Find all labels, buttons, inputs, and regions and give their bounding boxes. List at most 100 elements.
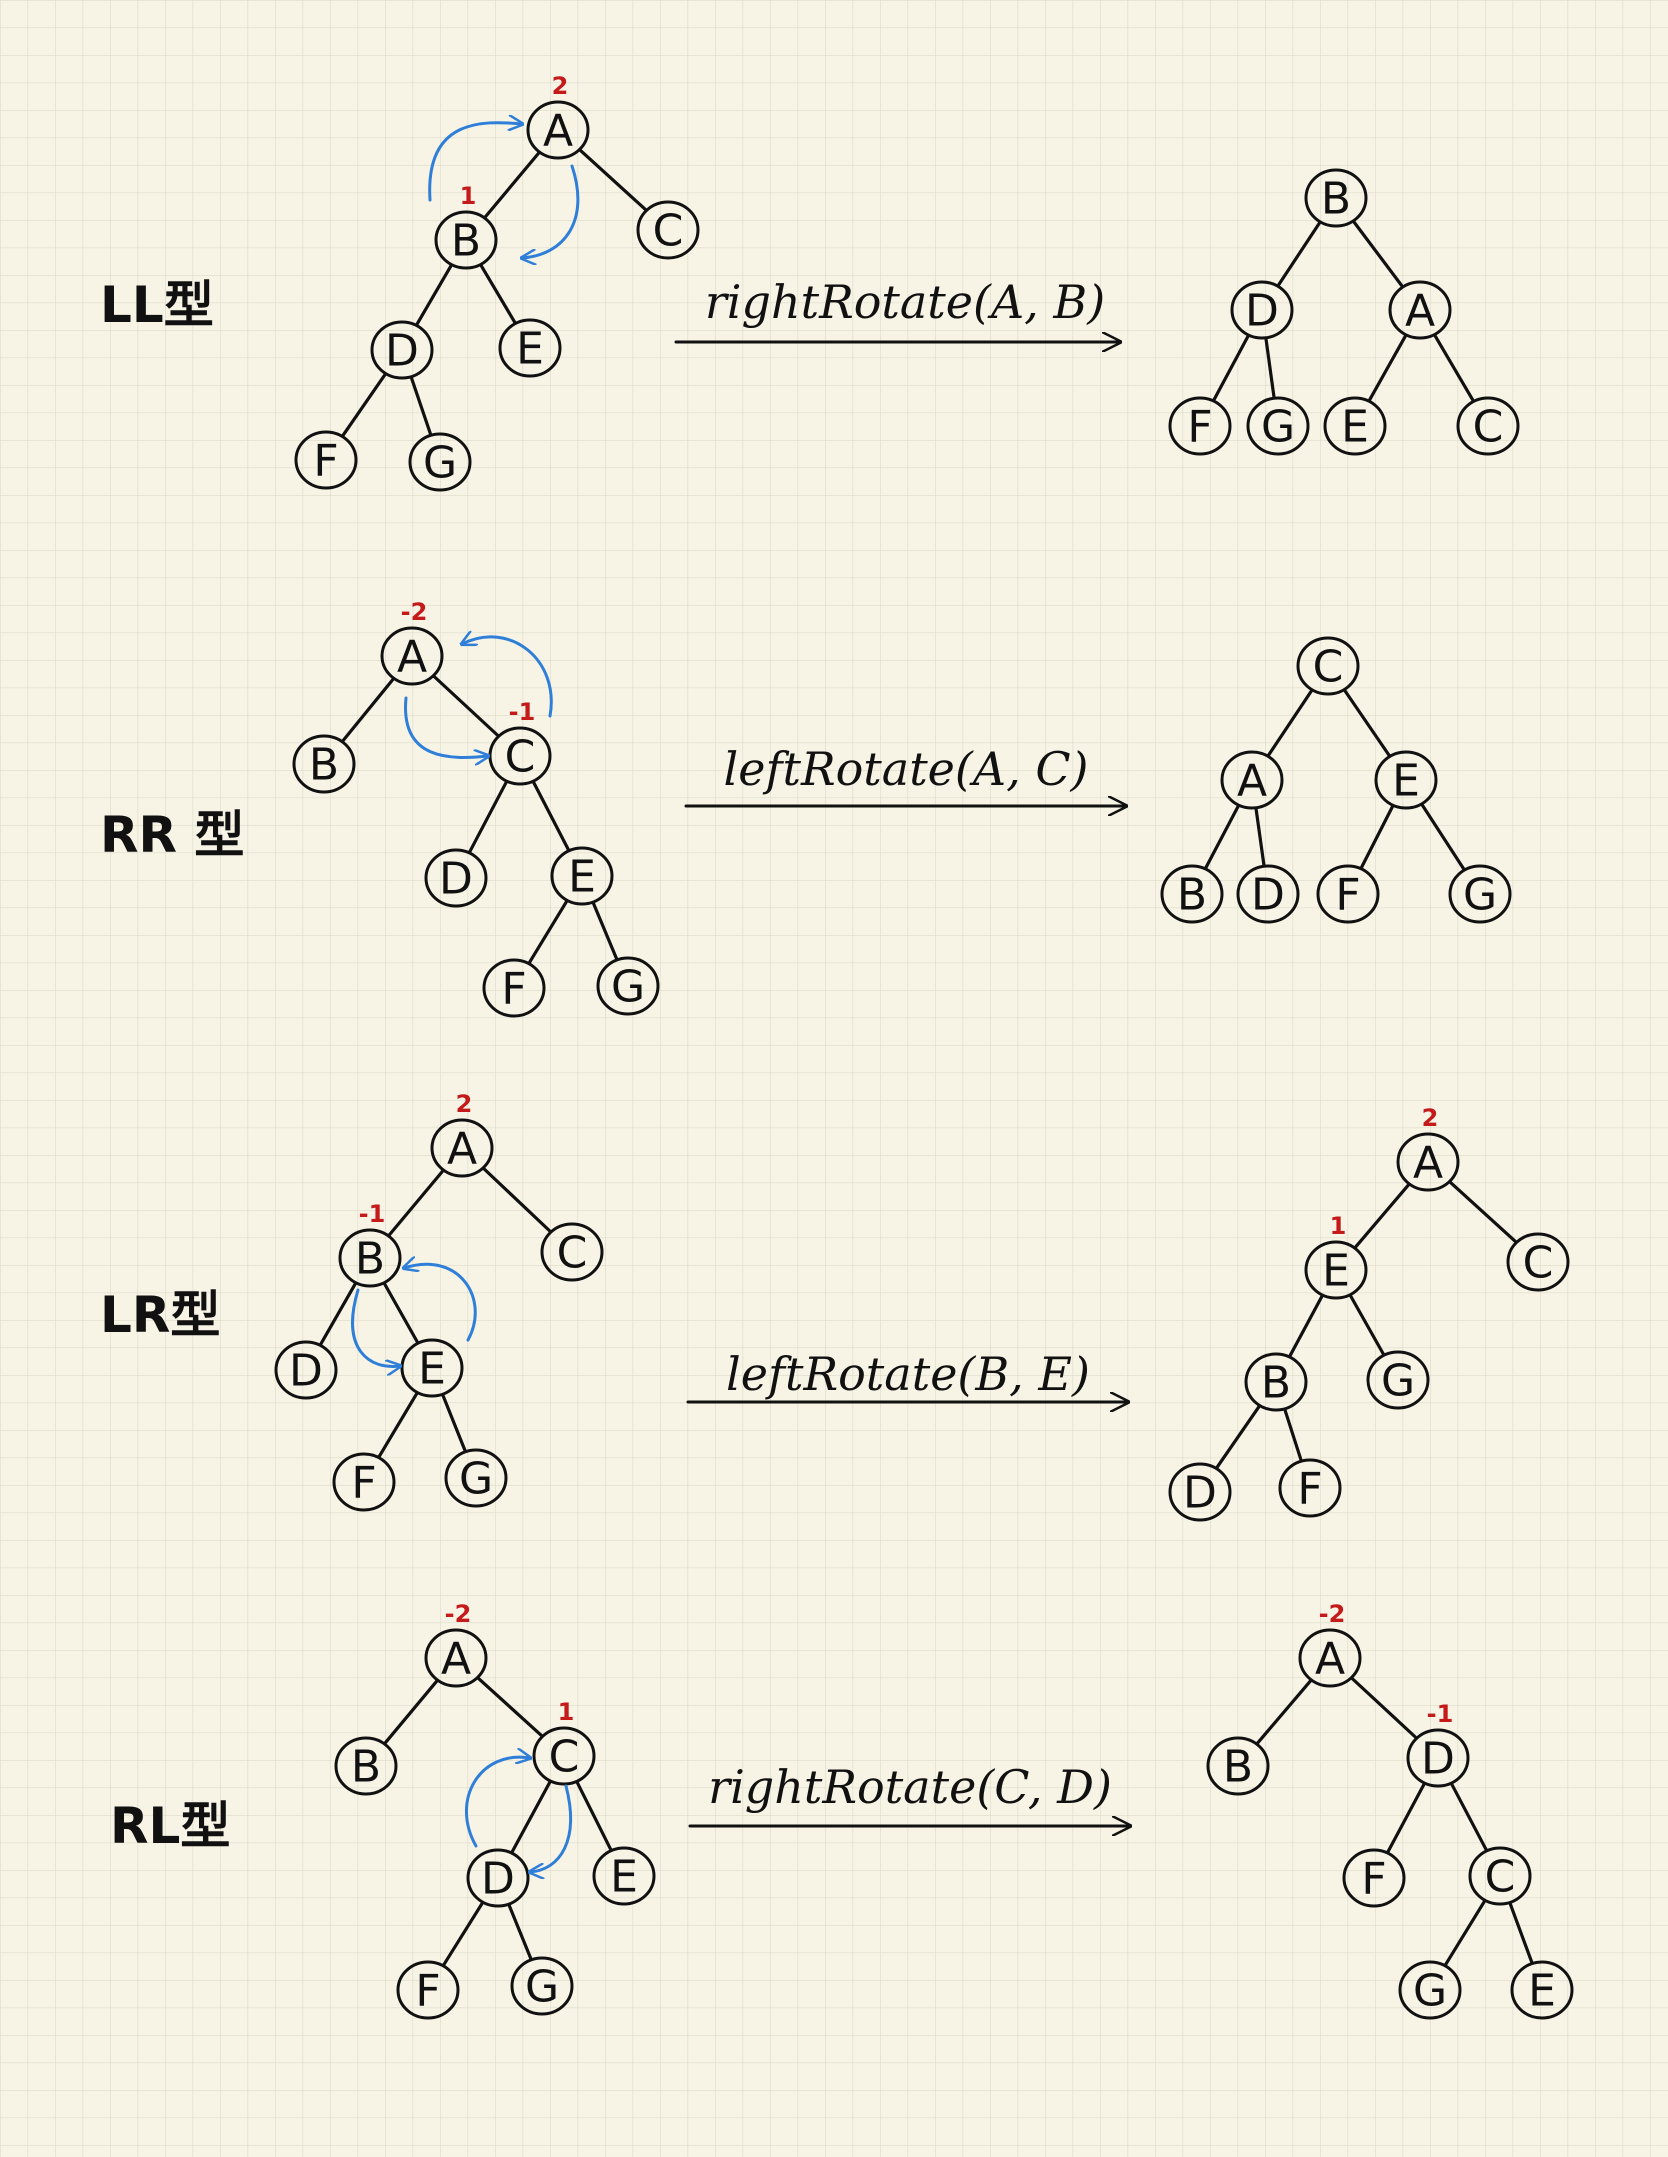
tree-node-a: A bbox=[1396, 1132, 1460, 1192]
tree-node-e: E bbox=[498, 318, 562, 378]
node-label: D bbox=[1183, 1468, 1217, 1519]
operation-label: leftRotate(A, C) bbox=[724, 742, 1089, 796]
edge-d-f bbox=[341, 373, 387, 437]
node-label: C bbox=[653, 206, 684, 257]
node-circle bbox=[1246, 396, 1310, 456]
node-circle bbox=[1230, 280, 1294, 340]
tree-node-a: A bbox=[424, 1628, 488, 1688]
tree-node-f: F bbox=[1316, 864, 1380, 924]
rotation-type-label: LL型 bbox=[100, 276, 214, 334]
edge-e-b bbox=[1288, 1294, 1324, 1358]
node-circle bbox=[526, 100, 590, 160]
tree-node-f: F bbox=[1342, 1848, 1406, 1908]
edge-c-d bbox=[468, 780, 508, 854]
edge-b-e bbox=[383, 1282, 419, 1344]
node-circle bbox=[1304, 168, 1368, 228]
node-circle bbox=[1316, 864, 1380, 924]
node-circle bbox=[1298, 1628, 1362, 1688]
tree-node-f: F bbox=[396, 1960, 460, 2020]
balance-factor-b: -1 bbox=[359, 1200, 386, 1228]
node-circle bbox=[1206, 1736, 1270, 1796]
edge-a-d bbox=[1350, 1676, 1418, 1740]
balance-factor-b: 1 bbox=[460, 182, 477, 210]
node-label: B bbox=[309, 740, 339, 791]
node-circle bbox=[1160, 864, 1224, 924]
node-circle bbox=[1244, 1352, 1308, 1412]
tree-node-g: G bbox=[1246, 396, 1310, 456]
edge-a-c bbox=[432, 674, 500, 738]
node-label: C bbox=[1473, 402, 1504, 453]
edge-d-f bbox=[442, 1901, 484, 1967]
node-circle bbox=[424, 1628, 488, 1688]
tree-node-g: G bbox=[1398, 1960, 1462, 2020]
rotation-arrow-icon bbox=[530, 1784, 572, 1872]
node-label: D bbox=[385, 326, 419, 377]
node-label: B bbox=[351, 1742, 381, 1793]
edge-b-d bbox=[415, 264, 453, 326]
node-label: A bbox=[1237, 756, 1267, 807]
node-circle bbox=[510, 1956, 574, 2016]
edge-c-e bbox=[575, 1781, 613, 1851]
node-label: D bbox=[1245, 286, 1279, 337]
node-circle bbox=[540, 1222, 604, 1282]
edge-c-e bbox=[1343, 689, 1391, 757]
edge-b-d bbox=[1276, 221, 1322, 287]
edge-c-e bbox=[532, 781, 570, 851]
node-circle bbox=[1168, 396, 1232, 456]
node-label: C bbox=[1523, 1238, 1554, 1289]
node-label: F bbox=[1335, 870, 1360, 921]
node-circle bbox=[1398, 1960, 1462, 2020]
edge-a-c bbox=[482, 1167, 552, 1233]
tree-node-d: D bbox=[370, 320, 434, 380]
node-label: E bbox=[1322, 1246, 1350, 1297]
edge-a-e bbox=[1368, 334, 1407, 402]
rotation-arrow-icon bbox=[522, 164, 580, 258]
node-circle bbox=[482, 958, 546, 1018]
tree-node-b: B bbox=[292, 734, 356, 794]
edge-b-a bbox=[1352, 220, 1404, 288]
node-label: G bbox=[1413, 1966, 1447, 2017]
rotation-arrow-icon bbox=[351, 1288, 400, 1366]
tree-node-b: B bbox=[1160, 864, 1224, 924]
node-label: A bbox=[447, 1124, 477, 1175]
node-label: C bbox=[557, 1228, 588, 1279]
tree-node-d: D bbox=[1406, 1728, 1470, 1788]
node-label: G bbox=[611, 962, 645, 1013]
node-label: B bbox=[451, 216, 481, 267]
tree-node-b: B bbox=[1244, 1352, 1308, 1412]
edge-d-g bbox=[1264, 338, 1276, 398]
node-label: D bbox=[1251, 870, 1285, 921]
edge-b-d bbox=[319, 1282, 357, 1346]
tree-node-b: B bbox=[334, 1736, 398, 1796]
node-label: D bbox=[1421, 1734, 1455, 1785]
node-label: G bbox=[1463, 870, 1497, 921]
edge-c-d bbox=[510, 1780, 552, 1854]
balance-factor-a: 2 bbox=[1422, 1104, 1439, 1132]
node-label: E bbox=[1392, 756, 1420, 807]
tree-node-b: B bbox=[1206, 1736, 1270, 1796]
tree-node-d: D bbox=[274, 1340, 338, 1400]
tree-node-d: D bbox=[1236, 864, 1300, 924]
node-circle bbox=[380, 626, 444, 686]
edge-a-b bbox=[483, 151, 541, 219]
node-circle bbox=[1366, 1350, 1430, 1410]
tree-node-f: F bbox=[482, 958, 546, 1018]
edge-e-g bbox=[1349, 1294, 1385, 1356]
edge-d-g bbox=[410, 376, 432, 436]
node-circle bbox=[1220, 750, 1284, 810]
node-label: C bbox=[1313, 642, 1344, 693]
node-circle bbox=[596, 956, 660, 1016]
edge-a-d bbox=[1254, 808, 1266, 866]
rotation-arrow-icon bbox=[428, 123, 522, 202]
node-label: B bbox=[1261, 1358, 1291, 1409]
node-circle bbox=[1388, 280, 1452, 340]
edge-a-b bbox=[1204, 804, 1240, 870]
edge-a-e bbox=[1353, 1183, 1411, 1249]
rotation-arrow-icon bbox=[404, 1264, 477, 1342]
